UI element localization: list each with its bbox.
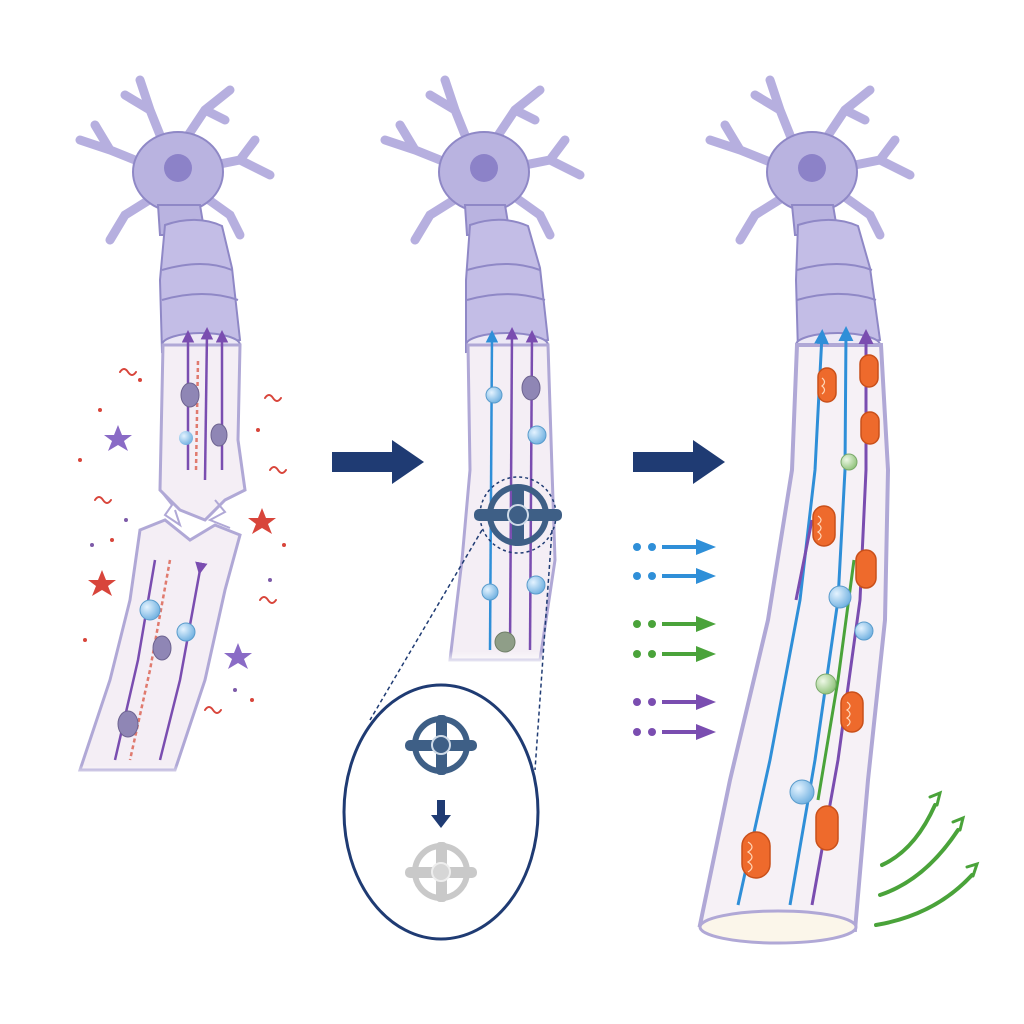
inhibitor-panel — [342, 75, 585, 941]
transport-arrow-purple — [633, 724, 716, 740]
blocker-active-icon — [405, 715, 477, 775]
nucleus — [470, 154, 498, 182]
transport-arrow-green — [633, 616, 716, 632]
blocker-icon — [474, 476, 562, 554]
transport-arrows — [633, 539, 716, 740]
down-arrow-icon — [431, 800, 451, 828]
damaged-axon-panel — [60, 75, 287, 780]
neuron-cell-body — [705, 75, 915, 245]
stage-arrow-2 — [633, 440, 725, 484]
blocker-inactive-icon — [405, 842, 477, 902]
neuron-cell-body — [380, 75, 585, 245]
nucleus — [164, 154, 192, 182]
mitochondria-group — [741, 354, 880, 879]
growth-arrows — [874, 790, 980, 927]
transport-arrow-green — [633, 646, 716, 662]
axon-segment — [440, 327, 570, 665]
restored-axon-panel — [697, 75, 980, 945]
inflammatory-debris — [78, 368, 287, 714]
axon-regenerated — [697, 326, 891, 945]
transport-arrow-blue — [633, 568, 716, 584]
axon-break-site — [159, 489, 231, 529]
transport-arrow-purple — [633, 694, 716, 710]
transport-arrow-blue — [633, 539, 716, 555]
myelin-sheath — [158, 218, 242, 358]
nucleus — [798, 154, 826, 182]
axon-upper-segment — [158, 327, 247, 522]
axon-lower-segment — [60, 518, 260, 780]
stage-arrow-1 — [332, 440, 424, 484]
zoom-callout — [342, 529, 553, 941]
neuron-cell-body — [75, 75, 275, 245]
myelin-sheath — [465, 218, 550, 358]
